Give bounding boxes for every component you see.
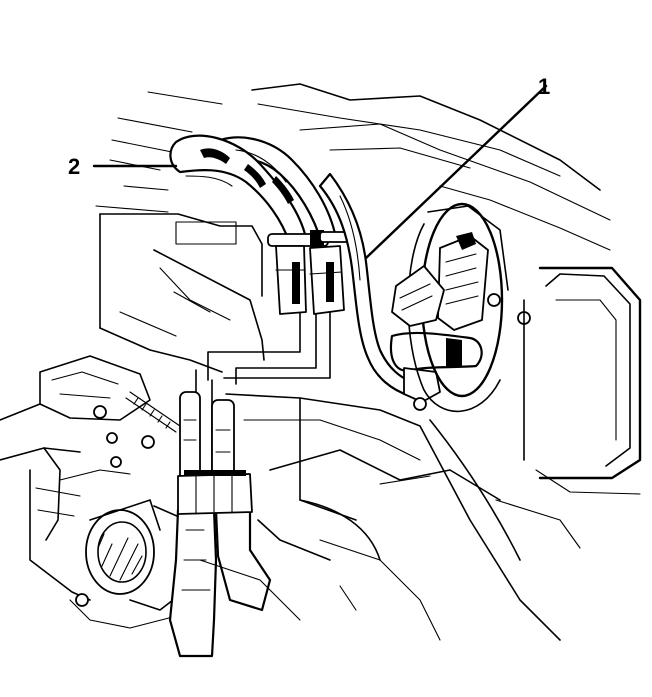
callout-label-1: 1 bbox=[538, 74, 550, 99]
callout-label-2: 2 bbox=[68, 154, 80, 179]
right-side-components bbox=[391, 202, 642, 495]
cowl-panel-lines bbox=[95, 83, 611, 251]
heater-pipe bbox=[318, 172, 483, 411]
callout-leader-1 bbox=[364, 84, 548, 260]
heater-hoses bbox=[169, 134, 351, 315]
lower-body-lines bbox=[199, 393, 581, 641]
pipe-bundle bbox=[177, 305, 331, 515]
lower-hoses bbox=[168, 508, 331, 658]
bulkhead-panel bbox=[99, 213, 265, 373]
engine-components bbox=[0, 355, 201, 629]
